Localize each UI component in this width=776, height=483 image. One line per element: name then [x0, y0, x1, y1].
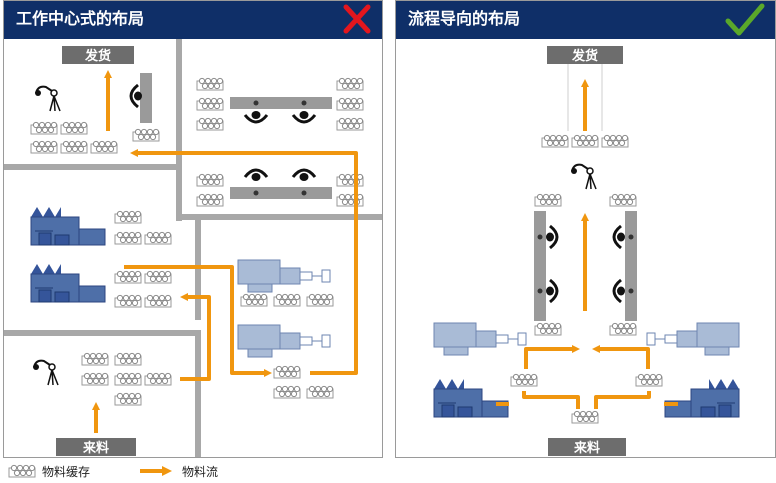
- buffer-icon: [30, 121, 160, 154]
- buffer-icon: [81, 352, 172, 406]
- buffer-icon: [114, 210, 172, 308]
- machine-icon: [433, 322, 740, 418]
- left-ship-box: [62, 46, 134, 64]
- legend: 物料缓存 物料流: [0, 459, 776, 483]
- left-panel-header: 工作中心式的布局: [4, 1, 382, 39]
- green-check-icon: [725, 3, 765, 52]
- left-receive-box: [56, 438, 136, 456]
- workstation-bar: [140, 73, 152, 123]
- red-x-icon: [342, 3, 372, 50]
- operator-icon: [243, 109, 317, 183]
- left-panel: 工作中心式的布局: [3, 0, 383, 458]
- right-ship-box: [547, 46, 623, 64]
- workstation-bar: [534, 211, 546, 321]
- right-panel: 流程导向的布局 发货 来料: [395, 0, 776, 458]
- left-layout-diagram: 发货 来料: [4, 39, 382, 457]
- right-panel-header: 流程导向的布局: [396, 1, 775, 39]
- right-layout-diagram: 发货 来料: [433, 46, 740, 456]
- right-panel-title: 流程导向的布局: [408, 11, 521, 28]
- left-panel-title: 工作中心式的布局: [16, 11, 145, 28]
- left-ship-label: 发货: [84, 48, 111, 63]
- robot-icon: [34, 85, 61, 112]
- machine-icon: [30, 206, 106, 303]
- material-flow-arrows: [496, 79, 678, 409]
- robot-icon: [32, 359, 59, 386]
- workstation-bar: [230, 97, 332, 109]
- robot-icon: [570, 163, 597, 190]
- right-receive-box: [548, 438, 626, 456]
- legend-buffer-label: 物料缓存: [42, 465, 91, 479]
- right-receive-label: 来料: [573, 440, 600, 455]
- right-ship-label: 发货: [571, 48, 598, 63]
- workstation-bar: [625, 211, 637, 321]
- machine-icon: [237, 259, 331, 358]
- material-flow-arrows: [92, 70, 358, 433]
- buffer-icon: [8, 464, 36, 478]
- workstation-bar: [230, 187, 332, 199]
- flow-arrow-icon: [140, 466, 172, 476]
- partition-walls: [4, 39, 382, 457]
- left-receive-label: 来料: [82, 440, 109, 455]
- legend-flow-label: 物料流: [182, 465, 219, 479]
